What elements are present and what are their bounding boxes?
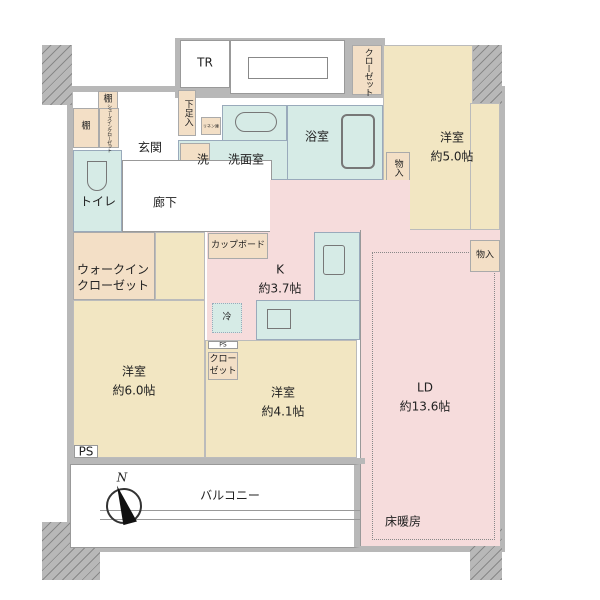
balcony-rail	[100, 510, 360, 520]
label-floor-heating: 床暖房	[384, 514, 422, 529]
label-kitchen-name: K	[276, 262, 284, 277]
label-tr: TR	[197, 55, 213, 70]
floor-heating-area	[372, 252, 495, 540]
shoe-box	[178, 90, 196, 136]
label-closet-small-1: クロー	[209, 354, 237, 365]
label-storage-2: 物入	[475, 250, 495, 261]
label-fridge: 冷	[222, 312, 232, 323]
label-western-6-name: 洋室	[121, 364, 147, 379]
label-western-5-size: 約5.0帖	[430, 149, 474, 164]
pillar-top-left	[42, 45, 72, 105]
label-walk-in-closet-2: クローゼット	[76, 278, 150, 293]
shoes-in-closet	[99, 108, 119, 148]
corridor-floor	[122, 160, 272, 232]
room-western-5-ext	[470, 103, 500, 230]
label-washer: 洗	[196, 152, 210, 167]
kitchen-counter	[256, 300, 360, 340]
label-entrance: 玄関	[137, 140, 163, 155]
label-cupboard: カップボード	[210, 240, 266, 251]
duct-box	[230, 40, 345, 94]
label-kitchen-size: 約3.7帖	[258, 281, 302, 296]
label-shelf-1: 棚	[103, 94, 113, 105]
balcony-wall	[67, 458, 365, 464]
ps-2	[208, 341, 238, 349]
label-bath: 浴室	[304, 129, 330, 144]
label-closet-top: クローゼット	[362, 48, 373, 96]
shelf-2	[73, 108, 99, 148]
toilet-room	[73, 150, 122, 232]
closet-door-zone	[155, 232, 205, 300]
balcony	[70, 464, 360, 548]
bath-room	[287, 105, 383, 180]
label-western-5-name: 洋室	[439, 130, 465, 145]
label-storage-1: 物入	[392, 159, 403, 177]
closet-top	[352, 45, 382, 95]
label-ld-size: 約13.6帖	[399, 399, 451, 414]
label-linen: リネン庫	[203, 123, 219, 129]
label-closet-small-2: ゼット	[209, 366, 237, 377]
label-western-6-size: 約6.0帖	[112, 383, 156, 398]
storage-1	[386, 152, 410, 184]
ps-1	[74, 445, 98, 458]
compass-north-label: N	[116, 470, 128, 485]
label-ps-2: PS	[219, 341, 227, 349]
cupboard	[208, 233, 268, 259]
storage-2	[470, 240, 500, 272]
washroom-vanity	[222, 105, 287, 141]
pillar-top-right	[470, 45, 502, 105]
label-balcony: バルコニー	[200, 488, 260, 503]
ld-upper	[270, 180, 410, 235]
label-shelf-2: 棚	[81, 121, 91, 132]
label-western-4-name: 洋室	[270, 385, 296, 400]
label-ps-1: PS	[78, 444, 94, 459]
compass-icon	[106, 482, 142, 526]
label-toilet: トイレ	[79, 194, 117, 209]
label-western-4-size: 約4.1帖	[261, 404, 305, 419]
linen-storage	[201, 117, 221, 135]
room-western-6	[73, 300, 205, 458]
tr-room	[180, 40, 230, 88]
label-shoes-in-closet: シューズインクローゼット	[106, 104, 113, 152]
label-corridor: 廊下	[152, 195, 178, 210]
label-walk-in-closet-1: ウォークイン	[76, 262, 150, 277]
label-washroom: 洗面室	[227, 152, 265, 167]
room-ld	[360, 230, 500, 546]
label-ld-name: LD	[417, 380, 433, 395]
walk-in-closet	[73, 232, 155, 300]
label-shoe-box: 下足入	[182, 99, 193, 127]
closet-small	[208, 352, 238, 380]
fridge-space	[212, 303, 242, 333]
